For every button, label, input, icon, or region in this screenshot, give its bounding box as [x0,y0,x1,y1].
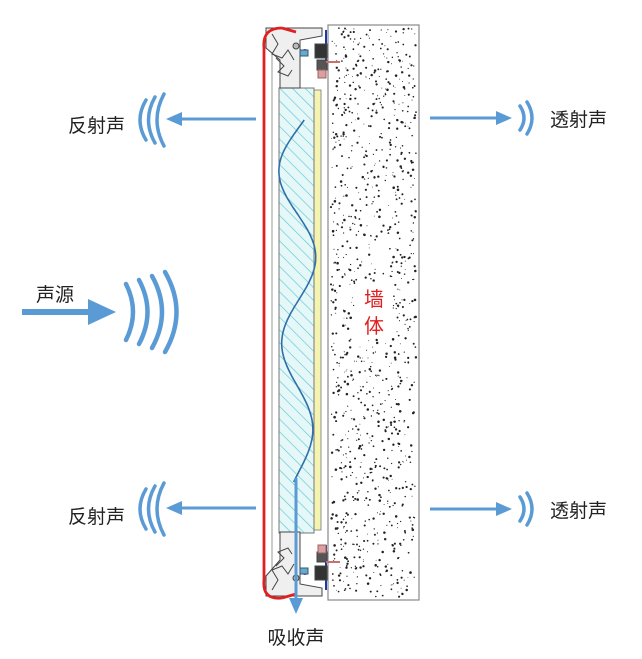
frame-outline [262,26,283,600]
wall-label-line2: 体 [364,314,384,338]
source-sound-wave-arcs-icon [123,269,179,355]
transmitted-sound-wave-arcs-icon-bottom [518,491,534,527]
reflected-label-top: 反射声 [68,115,125,137]
reflected-sound-wave-arcs-icon-bottom [138,481,166,537]
source-arrow-right-icon [22,299,116,325]
concrete-speckles [329,27,418,598]
absorber-core [278,87,315,534]
acoustic-panel [271,45,322,590]
transmitted-label-bottom: 透射声 [550,500,607,522]
transmitted-arrow-right-icon-bottom [430,502,512,516]
source-label: 声源 [36,284,74,306]
frame-outline-top-tip [281,26,297,34]
top-frame-clamp [265,27,340,89]
reflected-sound-wave-arcs-icon-top [138,92,166,148]
transmitted-arrow-right-icon-top [430,111,512,125]
backing-strip [313,89,322,531]
wall-block [327,24,420,601]
reflected-arrow-left-icon-bottom [166,501,256,515]
transmitted-sound-wave-arcs-icon-top [518,100,534,136]
reflected-label-bottom: 反射声 [68,506,125,528]
frame-outline-bottom-tip [281,592,297,600]
wall-label-line1: 墙 [364,287,384,311]
absorption-sine-wave [278,119,317,483]
absorbed-arrow-down-icon [289,478,303,614]
absorbed-label: 吸收声 [267,627,324,649]
reflected-arrow-left-icon-top [166,112,256,126]
transmitted-label-top: 透射声 [550,109,607,131]
